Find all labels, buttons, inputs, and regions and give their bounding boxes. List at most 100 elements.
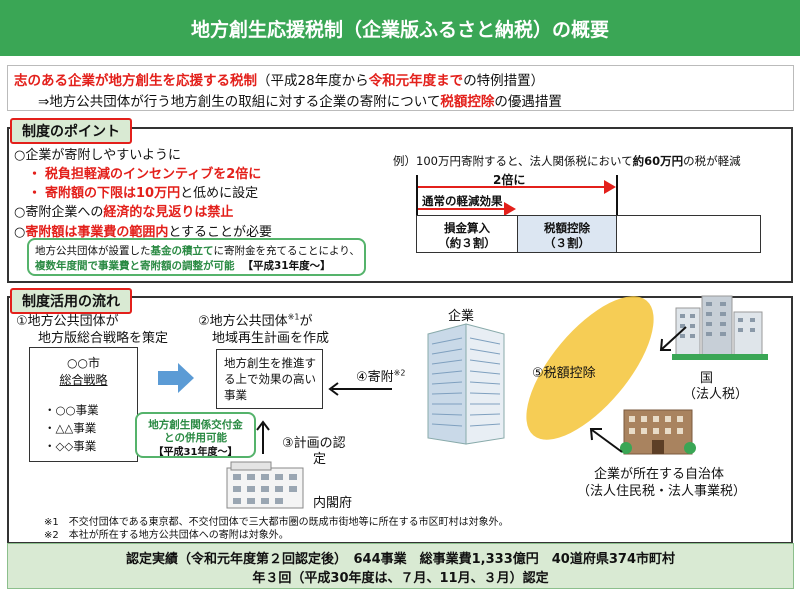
arrow-left-icon [328,382,392,396]
example-text: 例）100万円寄附すると、法人関係税において約60万円の税が軽減 [393,153,741,169]
strategy-document: ○○市 総合戦略 ・○○事業 ・△△事業 ・◇◇事業 [29,347,138,462]
cell-credit: 税額控除 （３割） [518,216,617,252]
step-5-label: ⑤税額控除 [532,366,596,381]
intro-text-end: の特例措置） [463,73,545,89]
point-3-rest: とすることが必要 [168,225,272,240]
arrow-right-icon [158,363,194,393]
tax-credit-ellipse [526,296,654,440]
intro-line-2: ⇒地方公共団体が行う地方創生の取組に対する企業の寄附について税額控除の優遇措置 [38,90,562,110]
example-amount: 約60万円 [632,154,684,168]
local-government-label: 企業が所在する自治体 [594,467,725,482]
point-1b: ・寄附額の下限は10万円と低めに設定 [28,182,258,201]
grant-note: 地方創生関係交付金 との併用可能 【平成31年度～】 [135,412,256,458]
company-label: 企業 [448,309,475,324]
fund-note-line-2: 複数年度間で事業費と寄附額の調整が可能【平成31年度～】 [35,258,331,273]
step-2-text-end: が [299,314,313,329]
point-1a: ・税負担軽減のインセンティブを2倍に [28,163,261,182]
intro-line-1: 志のある企業が地方創生を応援する税制（平成28年度から令和元年度までの特例措置） [14,69,544,89]
point-2-text: ○寄附企業への [14,205,104,220]
cell-deduction-label: 損金算入 [444,221,490,235]
doc-item: ・△△事業 [44,421,97,435]
step-2-line-2: 地域再生計画を作成 [212,331,330,346]
intro-period: 令和元年度まで [368,73,464,89]
plan-box-text: 地方創生を推進する上で効果の高い事業 [224,356,316,402]
fund-note-emph-2: 複数年度間で事業費と寄附額の調整が可能 [35,260,235,272]
step-2-line-1: ②地方公共団体※1が [198,310,312,329]
example-text-3: の税が軽減 [683,154,741,168]
point-1b-rest: と低めに設定 [180,186,259,201]
bullet: ・ [28,186,42,201]
cell-credit-label: 税額控除 [544,221,590,235]
state-tax-label: （法人税） [683,387,749,402]
point-1b-emph: 寄附額の下限は10万円 [45,186,181,201]
fund-note-text: 地方公共団体が設置した [35,245,151,257]
results-line-1: 認定実績（令和元年度第２回認定後） 644事業 総事業費1,333億円 40道府… [126,552,675,567]
fund-note: 地方公共団体が設置した基金の積立てに寄附金を充てることにより、 複数年度間で事業… [27,238,366,276]
intro-tax-credit: 税額控除 [440,94,495,110]
normal-label: 通常の軽減効果 [422,194,503,208]
double-arrow-line [418,186,606,188]
fund-note-emph: 基金の積立て [150,245,214,257]
step-2-text: ②地方公共団体 [198,314,288,329]
step-4-label: ④寄附※2 [356,366,405,385]
effect-table: 損金算入 （約３割） 税額控除 （３割） [416,215,761,253]
grant-note-line-2: との併用可能 [164,432,227,444]
intro-emphasis: 志のある企業が地方創生を応援する税制 [14,73,257,89]
flow-tab: 制度活用の流れ [10,288,132,314]
plan-box: 地方創生を推進する上で効果の高い事業 [216,349,323,409]
local-government-icon [620,409,696,455]
company-building-icon [427,323,505,445]
normal-arrowhead [504,202,516,216]
doc-title-1: ○○市 [67,356,100,370]
grant-note-period: 【平成31年度～】 [153,447,238,458]
fund-note-line-1: 地方公共団体が設置した基金の積立てに寄附金を充てることにより、 [35,243,360,258]
cabinet-office-label: 内閣府 [313,496,353,511]
bracket-left [416,175,418,215]
doc-title-2: 総合戦略 [59,373,108,387]
intro-text: （平成28年度から [257,73,369,89]
footnote-2: ※2 本社が所在する地方公共団体への寄附は対象外。 [44,530,289,541]
normal-arrow-line [418,208,506,210]
results-box: 認定実績（令和元年度第２回認定後） 644事業 総事業費1,333億円 40道府… [7,543,794,589]
results-line-2: 年３回（平成30年度は、７月、11月、３月）認定 [252,571,549,586]
fund-note-text-end: に寄附金を充てることにより、 [213,245,360,257]
doc-item: ・○○事業 [44,403,99,417]
point-3-mark: ○ [14,225,26,240]
page-title: 地方創生応援税制（企業版ふるさと納税）の概要 [0,0,800,56]
step-4-note-ref: ※2 [393,368,406,378]
cell-deduction: 損金算入 （約３割） [417,216,518,252]
fund-note-period: 【平成31年度～】 [242,260,331,272]
doc-item: ・◇◇事業 [44,439,97,453]
point-3-emph: 寄附額は事業費の範囲内 [25,225,169,240]
points-tab: 制度のポイント [10,118,132,144]
arrow-up-icon [256,420,270,454]
double-label: 2倍に [493,173,526,187]
step-3-line-2: 定 [313,452,327,467]
intro-line2-end: の優遇措置 [494,94,562,110]
point-3: ○寄附額は事業費の範囲内とすることが必要 [14,221,272,240]
step-1-line-1: ①地方公共団体が [16,314,119,329]
state-label: 国 [700,371,714,386]
step-3-line-1: ③計画の認 [282,436,346,451]
point-2-emph: 経済的な見返りは禁止 [103,205,234,220]
intro-line2-text: ⇒地方公共団体が行う地方創生の取組に対する企業の寄附について [38,94,441,110]
grant-note-line-1: 地方創生関係交付金 [148,419,243,431]
arrow-from-state-icon [659,326,687,351]
point-1: ○企業が寄附しやすいように [14,148,181,163]
step-2-note-ref: ※1 [287,312,300,322]
cell-credit-ratio: （３割） [544,236,590,250]
bullet: ・ [28,167,42,182]
cabinet-office-icon [226,461,304,509]
example-text-1: 例）100万円寄附すると、法人関係税において [393,154,633,168]
step-1-line-2: 地方版総合戦略を策定 [38,331,169,346]
point-2: ○寄附企業への経済的な見返りは禁止 [14,201,233,220]
footnote-1: ※1 不交付団体である東京都、不交付団体で三大都市圏の既成市街地等に所在する市区… [44,517,509,528]
double-arrowhead [604,180,616,194]
state-buildings-icon [672,295,768,360]
point-1a-text: 税負担軽減のインセンティブを2倍に [45,167,262,182]
cell-deduction-ratio: （約３割） [438,236,496,250]
arrow-from-local-icon [589,428,623,453]
bracket-right [616,175,618,215]
local-tax-label: （法人住民税・法人事業税） [577,484,747,499]
intro-box: 志のある企業が地方創生を応援する税制（平成28年度から令和元年度までの特例措置）… [7,65,794,111]
